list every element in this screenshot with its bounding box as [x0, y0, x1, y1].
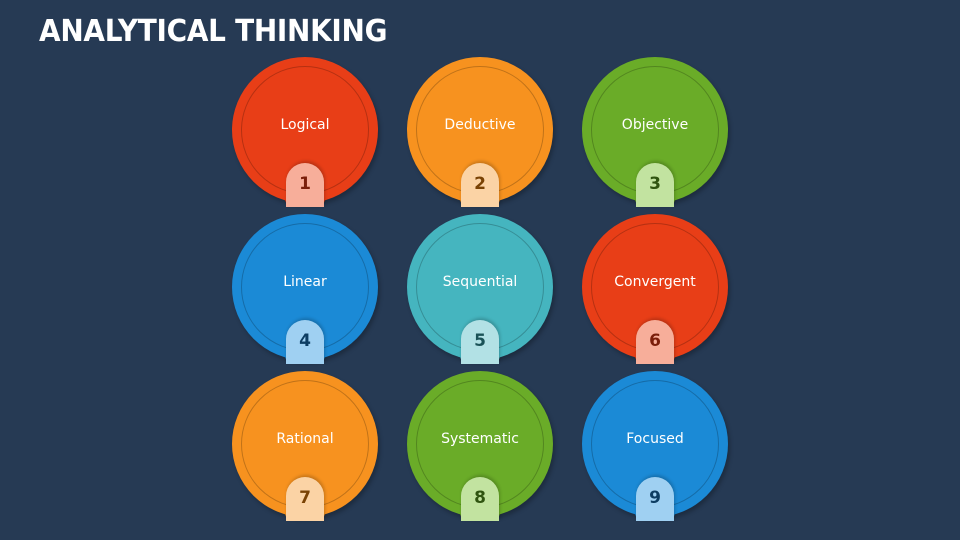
thinking-item-1: Logical 1 [232, 57, 378, 217]
item-number: 8 [474, 488, 486, 508]
number-tab: 1 [286, 163, 324, 207]
item-label: Logical [280, 117, 330, 133]
thinking-item-3: Objective 3 [582, 57, 728, 217]
item-number: 2 [474, 174, 486, 194]
number-tab: 3 [636, 163, 674, 207]
slide-title: ANALYTICAL THINKING [39, 14, 388, 49]
number-tab: 9 [636, 477, 674, 521]
item-label: Deductive [444, 117, 516, 133]
number-tab: 4 [286, 320, 324, 364]
item-label: Systematic [441, 431, 519, 447]
thinking-item-2: Deductive 2 [407, 57, 553, 217]
item-label: Objective [621, 117, 689, 133]
item-number: 9 [649, 488, 661, 508]
thinking-item-7: Rational 7 [232, 371, 378, 531]
thinking-item-6: Convergent 6 [582, 214, 728, 374]
item-number: 6 [649, 331, 661, 351]
number-tab: 6 [636, 320, 674, 364]
number-tab: 7 [286, 477, 324, 521]
item-label: Sequential [442, 274, 518, 290]
thinking-item-9: Focused 9 [582, 371, 728, 531]
item-number: 7 [299, 488, 311, 508]
item-number: 5 [474, 331, 486, 351]
thinking-item-4: Linear 4 [232, 214, 378, 374]
thinking-item-8: Systematic 8 [407, 371, 553, 531]
number-tab: 5 [461, 320, 499, 364]
item-number: 4 [299, 331, 311, 351]
item-label: Rational [276, 431, 334, 447]
item-label: Focused [626, 431, 684, 447]
item-label: Convergent [614, 274, 696, 290]
item-number: 3 [649, 174, 661, 194]
number-tab: 8 [461, 477, 499, 521]
item-number: 1 [299, 174, 311, 194]
number-tab: 2 [461, 163, 499, 207]
item-label: Linear [283, 274, 327, 290]
thinking-item-5: Sequential 5 [407, 214, 553, 374]
